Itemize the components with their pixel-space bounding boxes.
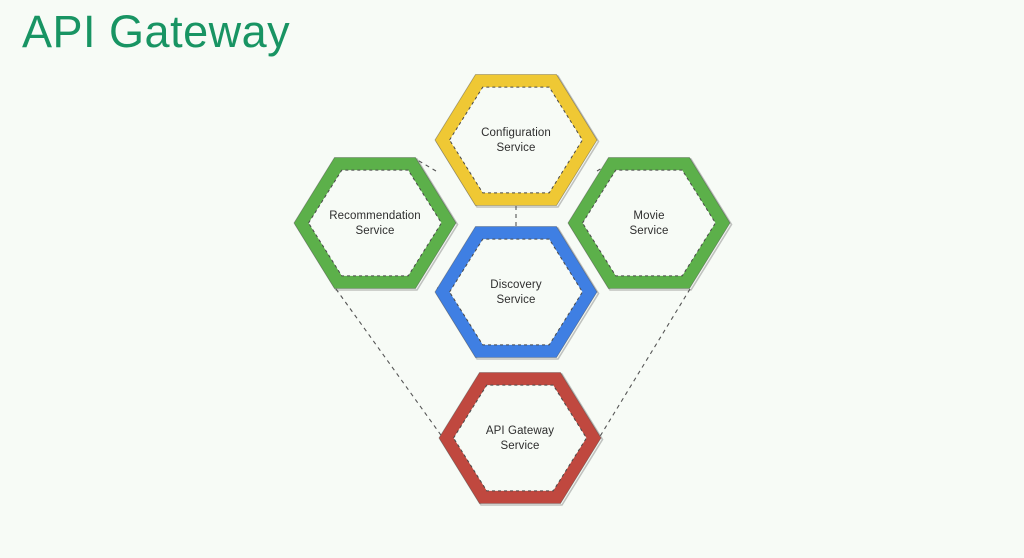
label-line-2: Service xyxy=(629,225,668,237)
label-line-1: Recommendation xyxy=(329,210,421,222)
page-title: API Gateway xyxy=(22,6,291,57)
label-line-1: Configuration xyxy=(481,127,551,139)
hexagon-inner-recommendation-service xyxy=(307,169,443,277)
label-line-2: Service xyxy=(355,225,394,237)
label-line-1: Discovery xyxy=(490,279,542,291)
connector-movie-to-api-gateway xyxy=(598,288,691,439)
connector-recommendation-to-api-gateway xyxy=(335,288,444,439)
label-line-2: Service xyxy=(500,440,539,452)
hexagon-inner-movie-service xyxy=(581,169,717,277)
hexagon-inner-api-gateway-service xyxy=(452,384,588,492)
label-line-1: API Gateway xyxy=(486,425,554,437)
label-line-1: Movie xyxy=(633,210,664,222)
hexagon-inner-configuration-service xyxy=(448,86,584,194)
label-line-2: Service xyxy=(496,294,535,306)
hexagon-inner-discovery-service xyxy=(448,238,584,346)
label-line-2: Service xyxy=(496,142,535,154)
